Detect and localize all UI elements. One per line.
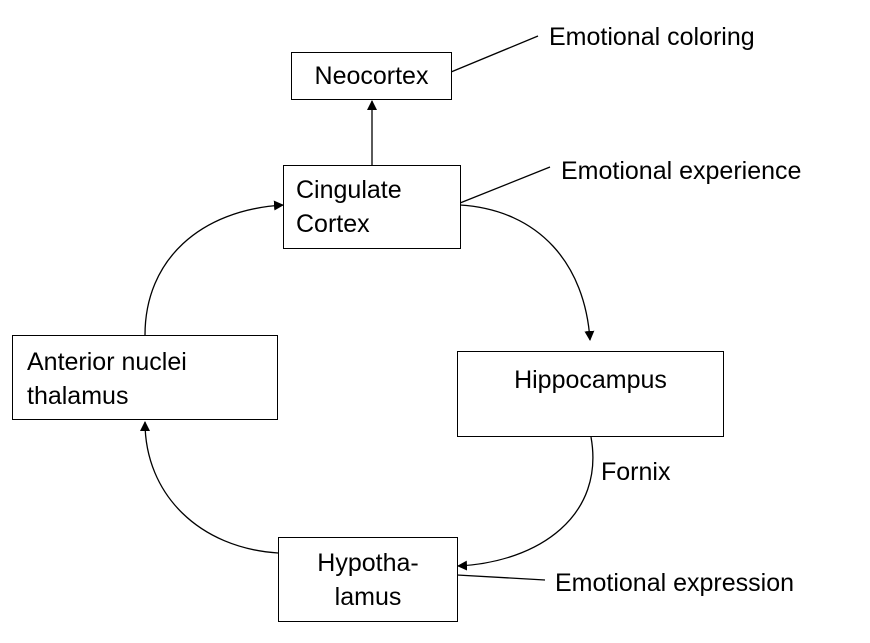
leader-emotional-coloring bbox=[450, 35, 539, 73]
arrow-cingulate-to-hippocampus bbox=[459, 204, 595, 341]
emotional-coloring-label: Emotional coloring bbox=[549, 23, 755, 51]
neocortex-box: Neocortex bbox=[291, 52, 452, 100]
anterior-nuclei-thalamus-box: Anterior nuclei thalamus bbox=[12, 335, 278, 420]
arrow-hypothalamus-to-anterior-nuclei bbox=[140, 421, 279, 554]
hippocampus-box: Hippocampus bbox=[457, 351, 724, 437]
hypothalamus-label-line1: Hypotha- bbox=[317, 549, 419, 577]
neocortex-label: Neocortex bbox=[314, 62, 429, 90]
arrow-anterior-nuclei-to-cingulate bbox=[144, 200, 284, 336]
emotional-experience-label: Emotional experience bbox=[561, 157, 802, 185]
cingulate-cortex-label-line1: Cingulate bbox=[296, 176, 402, 204]
hypothalamus-box: Hypotha- lamus bbox=[278, 537, 458, 622]
anterior-nuclei-label-line2: thalamus bbox=[27, 382, 129, 410]
cingulate-cortex-box: Cingulate Cortex bbox=[283, 165, 461, 249]
leader-emotional-experience bbox=[459, 166, 551, 204]
hypothalamus-label-line2: lamus bbox=[334, 583, 402, 611]
anterior-nuclei-label-line1: Anterior nuclei bbox=[27, 348, 187, 376]
fornix-label: Fornix bbox=[601, 458, 671, 486]
leader-emotional-expression bbox=[456, 574, 546, 581]
arrow-hippocampus-to-hypothalamus bbox=[457, 436, 594, 571]
cingulate-cortex-label-line2: Cortex bbox=[296, 210, 370, 238]
emotional-expression-label: Emotional expression bbox=[555, 569, 795, 597]
hippocampus-label: Hippocampus bbox=[514, 366, 667, 394]
